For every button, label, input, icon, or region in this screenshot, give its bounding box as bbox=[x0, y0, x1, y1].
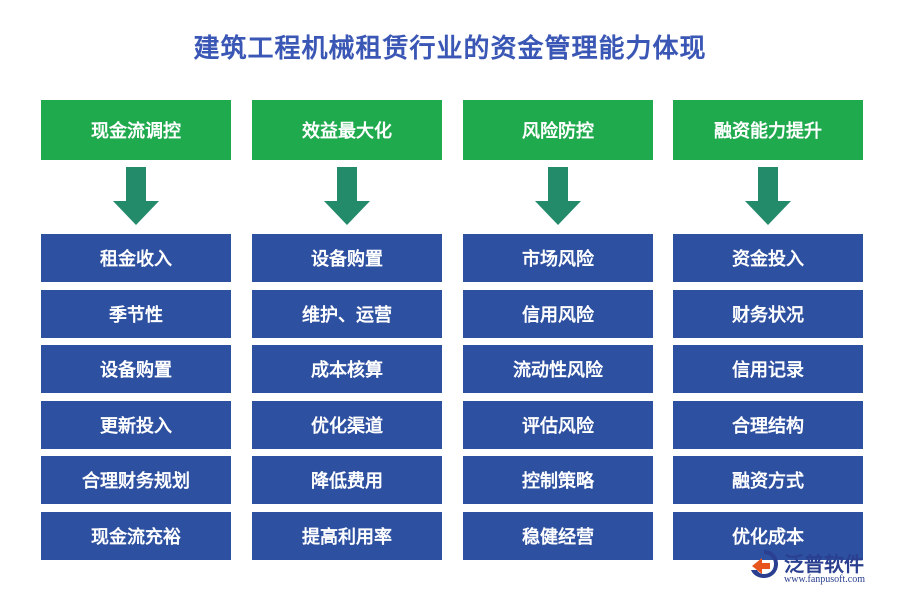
down-arrow-icon bbox=[252, 160, 442, 234]
column-financing: 融资能力提升 资金投入 财务状况 信用记录 合理结构 融资方式 优化成本 bbox=[673, 100, 863, 560]
list-item: 稳健经营 bbox=[463, 511, 653, 560]
list-item: 季节性 bbox=[41, 289, 231, 338]
down-arrow-icon bbox=[463, 160, 653, 234]
list-item: 设备购置 bbox=[252, 234, 442, 282]
list-item: 设备购置 bbox=[41, 345, 231, 393]
logo-name: 泛普软件 bbox=[784, 552, 864, 576]
down-arrow-icon bbox=[673, 160, 863, 234]
list-item: 信用风险 bbox=[463, 289, 653, 338]
diagram-title: 建筑工程机械租赁行业的资金管理能力体现 bbox=[193, 34, 707, 64]
list-item: 成本核算 bbox=[252, 345, 442, 393]
column-benefit: 效益最大化 设备购置 维护、运营 成本核算 优化渠道 降低费用 提高利用率 bbox=[252, 100, 442, 560]
logo-url: www.fanpusoft.com bbox=[784, 574, 866, 585]
list-item: 市场风险 bbox=[463, 234, 653, 282]
column-cash-flow: 现金流调控 租金收入 季节性 设备购置 更新投入 合理财务规划 现金流充裕 bbox=[41, 100, 231, 560]
list-item: 评估风险 bbox=[463, 400, 653, 449]
list-item: 降低费用 bbox=[252, 456, 442, 504]
list-item: 优化渠道 bbox=[252, 400, 442, 449]
list-item: 信用记录 bbox=[673, 345, 863, 393]
down-arrow-icon bbox=[41, 160, 231, 234]
list-item: 控制策略 bbox=[463, 456, 653, 504]
list-item: 现金流充裕 bbox=[41, 511, 231, 560]
list-item: 合理结构 bbox=[673, 400, 863, 449]
list-item: 租金收入 bbox=[41, 234, 231, 282]
logo-icon bbox=[751, 550, 778, 578]
list-item: 提高利用率 bbox=[252, 511, 442, 560]
brand-logo: 泛普软件 www.fanpusoft.com bbox=[748, 546, 888, 592]
column-header: 风险防控 bbox=[463, 100, 653, 160]
column-header: 融资能力提升 bbox=[673, 100, 863, 160]
list-item: 财务状况 bbox=[673, 289, 863, 338]
list-item: 维护、运营 bbox=[252, 289, 442, 338]
list-item: 更新投入 bbox=[41, 400, 231, 449]
column-header: 效益最大化 bbox=[252, 100, 442, 160]
list-item: 流动性风险 bbox=[463, 345, 653, 393]
list-item: 资金投入 bbox=[673, 234, 863, 282]
column-header: 现金流调控 bbox=[41, 100, 231, 160]
list-item: 合理财务规划 bbox=[41, 456, 231, 504]
list-item: 融资方式 bbox=[673, 456, 863, 504]
column-risk: 风险防控 市场风险 信用风险 流动性风险 评估风险 控制策略 稳健经营 bbox=[463, 100, 653, 560]
